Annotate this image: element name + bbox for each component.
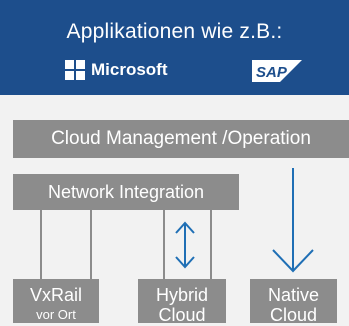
microsoft-logo-icon: [65, 60, 85, 80]
hybrid-cloud-label-line2: Cloud: [158, 305, 206, 325]
native-cloud-label-line1: Native: [267, 285, 320, 305]
bidirectional-arrow-icon: [175, 221, 195, 269]
cloud-management-layer: Cloud Management /Operation: [13, 120, 349, 158]
applications-banner: Applikationen wie z.B.: Microsoft SAP: [0, 0, 349, 95]
sap-logo-text: SAP: [256, 64, 288, 81]
connector-line: [210, 210, 212, 279]
hybrid-cloud-label-line1: Hybrid: [155, 285, 208, 305]
native-cloud-box: Native Cloud: [250, 279, 337, 325]
vxrail-box: VxRail vor Ort: [13, 279, 99, 323]
vxrail-sublabel: vor Ort: [36, 307, 76, 322]
microsoft-logo: Microsoft: [65, 60, 168, 80]
hybrid-cloud-box: Hybrid Cloud: [138, 279, 226, 325]
microsoft-logo-text: Microsoft: [91, 60, 168, 79]
connector-line: [90, 210, 92, 279]
connector-line: [40, 210, 42, 279]
native-cloud-label-line2: Cloud: [269, 305, 318, 325]
network-integration-layer: Network Integration: [13, 174, 239, 210]
down-arrow-icon: [272, 168, 314, 273]
sap-logo-icon: SAP: [252, 60, 302, 82]
vxrail-label: VxRail: [29, 285, 82, 305]
banner-title: Applikationen wie z.B.:: [66, 20, 283, 43]
connector-line: [163, 210, 165, 279]
